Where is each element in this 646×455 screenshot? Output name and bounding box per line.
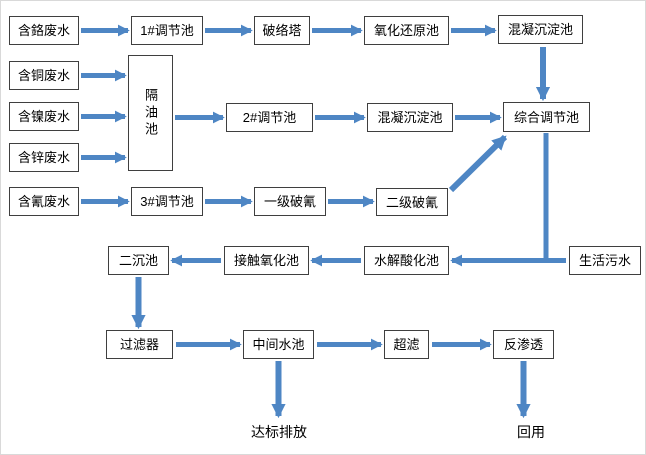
node-reverse-osmosis: 反渗透: [493, 330, 554, 359]
label-standard-discharge: 达标排放: [251, 424, 307, 440]
node-oil-separation-tank: 隔油池: [128, 55, 173, 171]
node-complex-breaking-tower: 破络塔: [254, 16, 310, 45]
node-primary-cyanide-breaking: 一级破氰: [254, 187, 326, 216]
node-adjustment-tank-1: 1#调节池: [131, 16, 203, 45]
arrow-cyanide-break2-to-comprehensive: [448, 134, 508, 193]
node-secondary-cyanide-breaking: 二级破氰: [376, 188, 448, 216]
label-reuse: 回用: [517, 424, 545, 440]
node-chromium-wastewater: 含鉻废水: [9, 16, 79, 45]
node-adjustment-tank-3: 3#调节池: [131, 187, 203, 216]
node-intermediate-tank: 中间水池: [243, 330, 314, 359]
node-comprehensive-adjustment-tank: 综合调节池: [503, 102, 590, 132]
node-filter: 过滤器: [106, 330, 173, 359]
node-cyanide-wastewater: 含氰废水: [9, 187, 79, 216]
node-ultrafiltration: 超滤: [384, 330, 429, 359]
node-hydrolysis-acidification-tank: 水解酸化池: [364, 246, 449, 275]
node-domestic-sewage: 生活污水: [569, 246, 641, 275]
node-copper-wastewater: 含铜废水: [9, 61, 79, 90]
node-redox-tank: 氧化还原池: [364, 16, 449, 45]
node-coagulation-sedimentation-tank-1: 混凝沉淀池: [498, 15, 583, 44]
node-adjustment-tank-2: 2#调节池: [226, 103, 313, 132]
node-secondary-sedimentation-tank: 二沉池: [108, 246, 169, 275]
node-zinc-wastewater: 含锌废水: [9, 143, 79, 172]
node-contact-oxidation-tank: 接触氧化池: [224, 246, 309, 275]
node-coagulation-sedimentation-tank-2: 混凝沉淀池: [367, 103, 453, 132]
node-nickel-wastewater: 含镍废水: [9, 102, 79, 131]
